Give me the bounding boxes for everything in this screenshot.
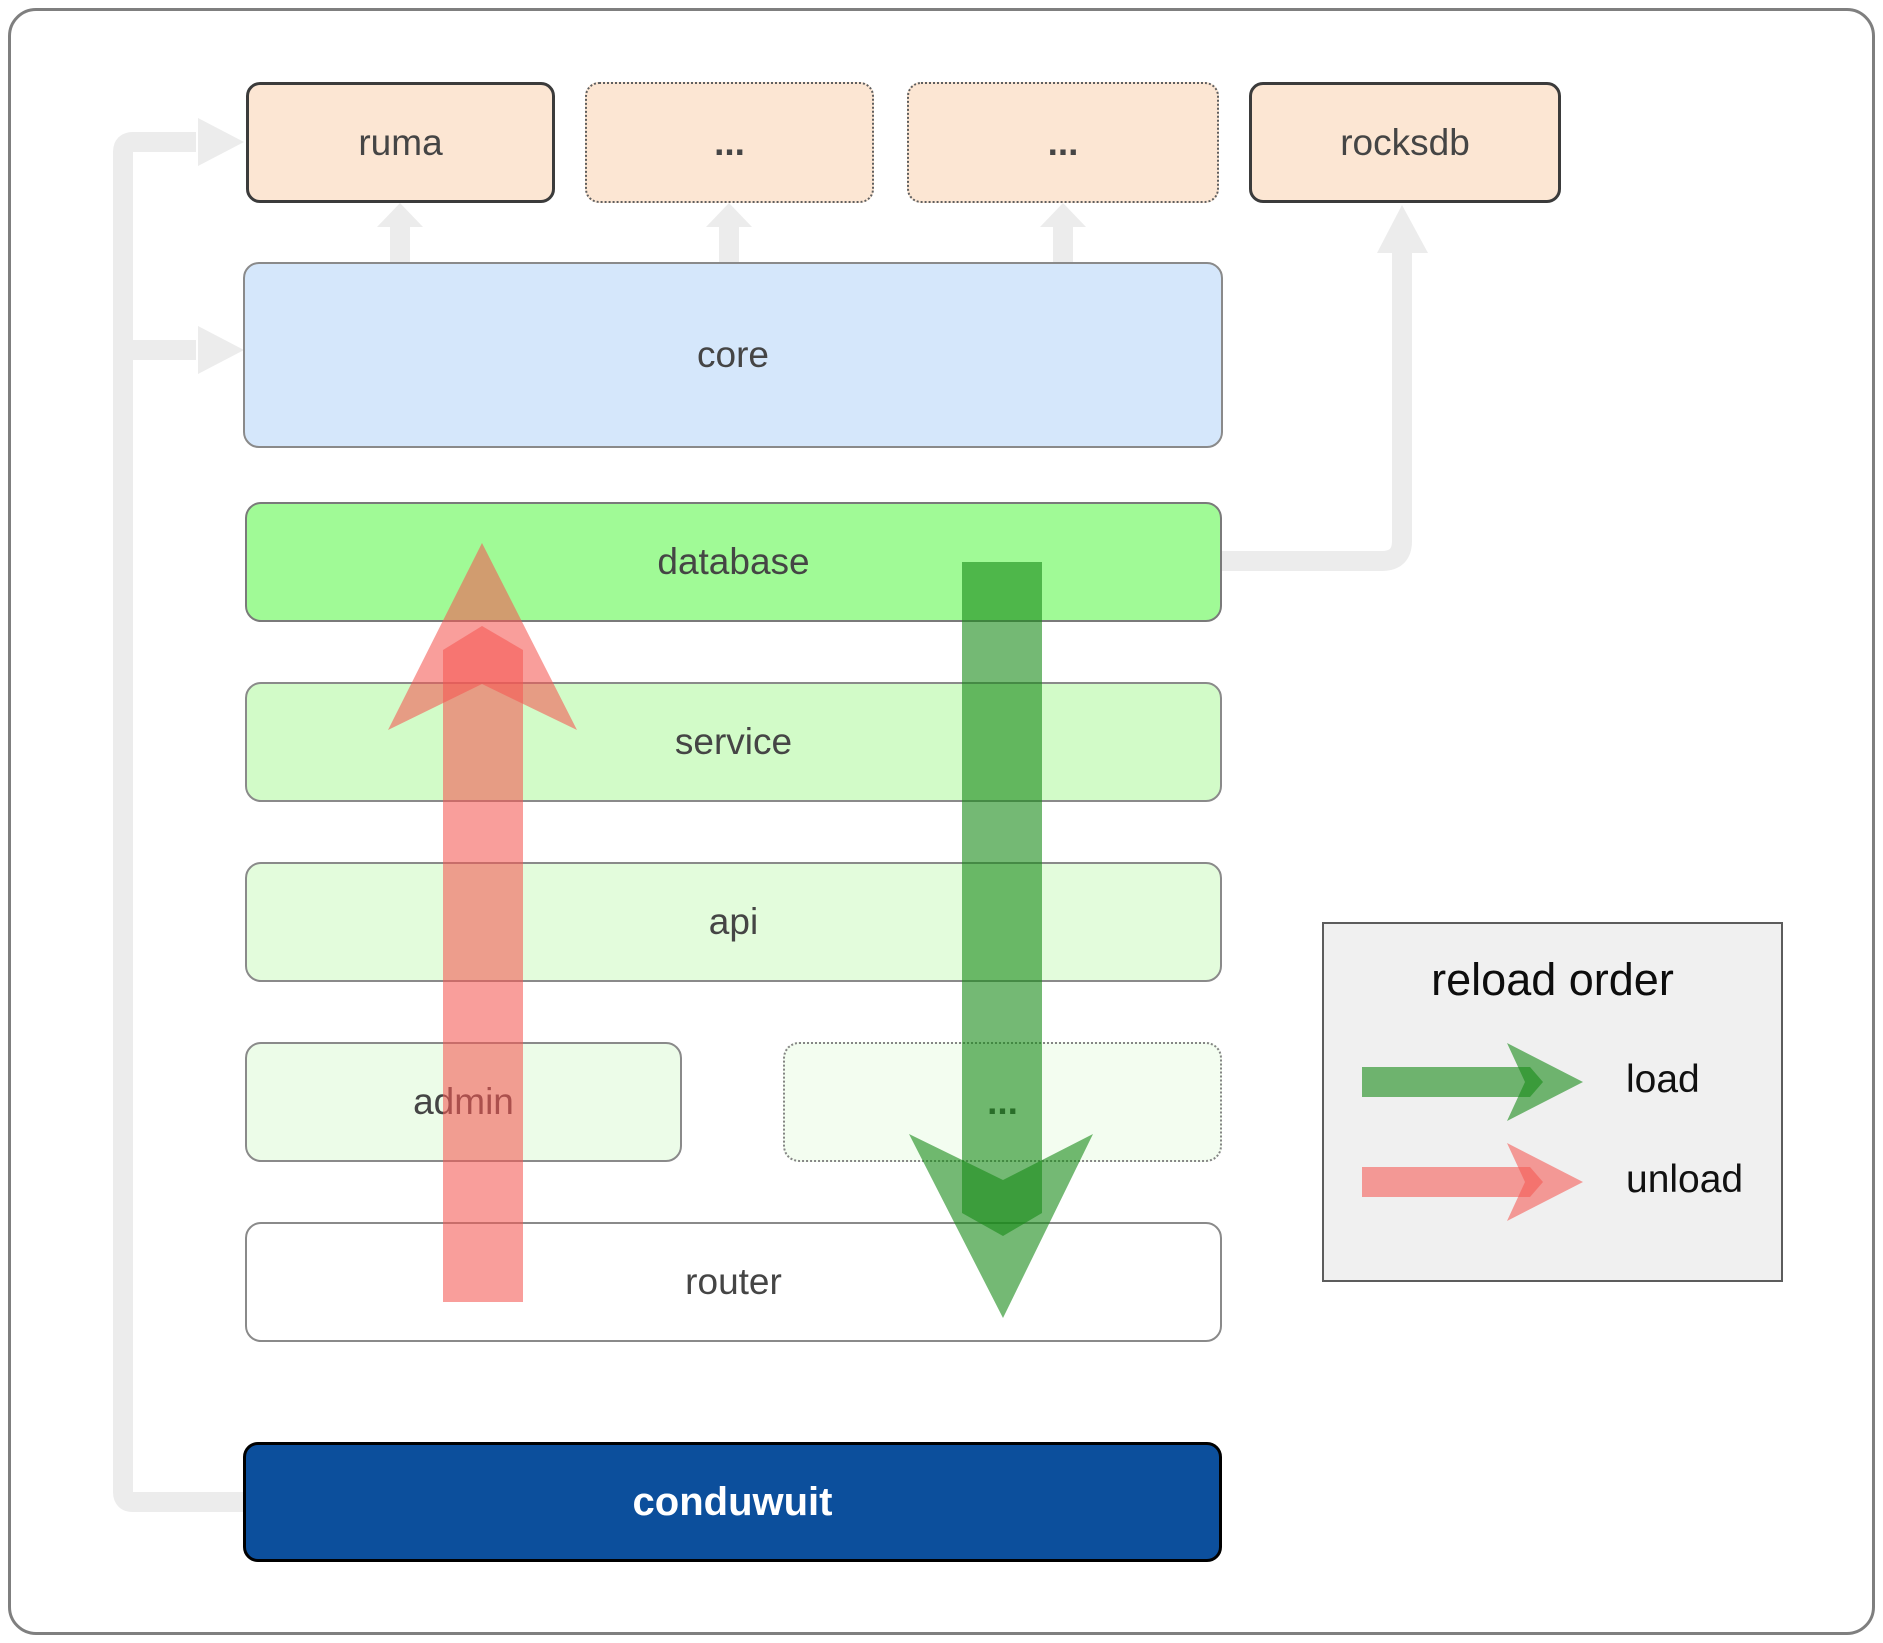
node-router-label: router bbox=[685, 1261, 782, 1302]
node-api: api bbox=[245, 862, 1222, 982]
node-api-label: api bbox=[708, 901, 759, 942]
legend-load-arrow-head bbox=[1507, 1043, 1583, 1121]
node-router: router bbox=[245, 1222, 1222, 1342]
legend-title: reload order bbox=[1431, 954, 1674, 1005]
load-arrow-shaft bbox=[962, 562, 1042, 1236]
node-database: database bbox=[245, 502, 1222, 622]
legend-unload-arrow-head bbox=[1507, 1143, 1583, 1221]
node-ellipsis-2-label: ... bbox=[1047, 121, 1079, 163]
node-conduwuit: conduwuit bbox=[243, 1442, 1222, 1562]
arrowhead-core-to-ellipsis1 bbox=[706, 203, 752, 227]
arrowhead-to-ruma bbox=[198, 118, 244, 166]
legend-load-arrow-shaft bbox=[1362, 1067, 1543, 1097]
node-ruma: ruma bbox=[246, 82, 555, 203]
node-database-label: database bbox=[657, 541, 810, 582]
node-ruma-label: ruma bbox=[358, 121, 443, 163]
legend-box: reload order bbox=[1322, 922, 1783, 1282]
node-ellipsis-1-label: ... bbox=[714, 121, 745, 163]
node-ellipsis-2: ... bbox=[907, 82, 1219, 203]
node-rocksdb: rocksdb bbox=[1249, 82, 1561, 203]
arrowhead-to-rocksdb bbox=[1377, 205, 1428, 253]
node-core: core bbox=[243, 262, 1223, 448]
node-rocksdb-label: rocksdb bbox=[1340, 121, 1470, 163]
node-service-label: service bbox=[674, 721, 793, 762]
arrowhead-core-to-ellipsis2 bbox=[1040, 203, 1086, 227]
unload-arrow-shaft bbox=[443, 626, 523, 1302]
arrowhead-to-core bbox=[198, 326, 244, 374]
legend-unload-arrow-shaft bbox=[1362, 1167, 1543, 1197]
legend-label-unload: unload bbox=[1626, 1158, 1744, 1201]
node-ellipsis-1: ... bbox=[585, 82, 874, 203]
node-core-label: core bbox=[697, 334, 769, 375]
node-conduwuit-label: conduwuit bbox=[632, 1479, 833, 1524]
legend-label-load: load bbox=[1626, 1058, 1700, 1101]
arrowhead-core-to-ruma bbox=[377, 203, 423, 227]
